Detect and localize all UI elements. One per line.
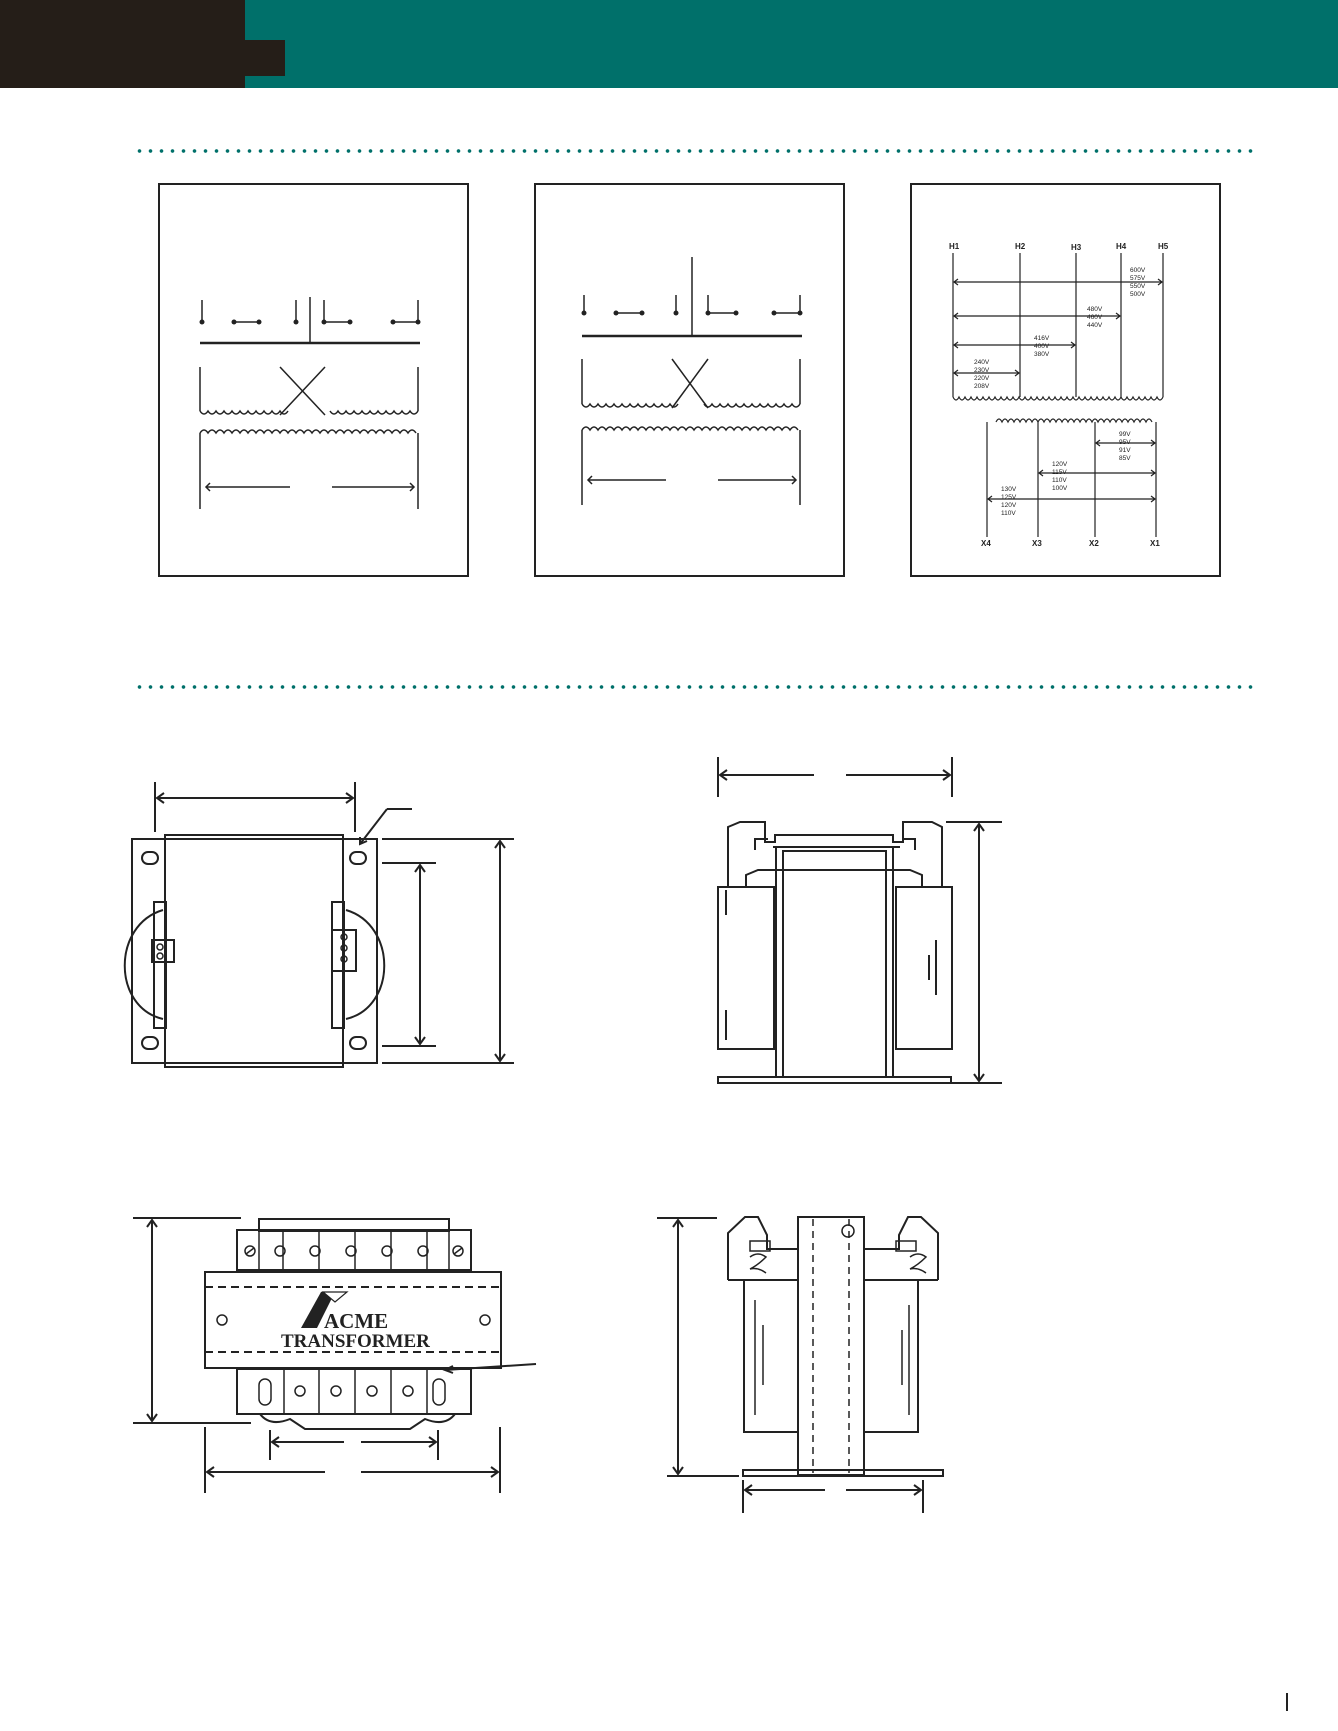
x-group-99: 99V 95V 91V 85V (1119, 431, 1131, 462)
h-group-480: 480V 460V 440V (1087, 306, 1103, 329)
svg-text:100V: 100V (1052, 485, 1068, 492)
svg-text:380V: 380V (1034, 351, 1050, 358)
svg-text:125V: 125V (1001, 494, 1017, 501)
svg-text:91V: 91V (1119, 447, 1131, 454)
header-dark-block (0, 0, 245, 88)
x-group-120: 120V 115V 110V 100V (1052, 461, 1068, 492)
terminal-x3: X3 (1032, 539, 1042, 548)
divider-dots-top (134, 149, 1254, 153)
divider-dots-middle (134, 685, 1254, 689)
svg-text:480V: 480V (1087, 306, 1103, 313)
svg-text:440V: 440V (1087, 322, 1103, 329)
svg-text:120V: 120V (1001, 502, 1017, 509)
svg-text:400V: 400V (1034, 343, 1050, 350)
acme-logo: ACME TRANSFORMER (281, 1291, 430, 1352)
svg-text:110V: 110V (1001, 510, 1016, 517)
schematic-panel-1 (158, 183, 469, 577)
terminal-x1: X1 (1150, 539, 1160, 548)
svg-text:600V: 600V (1130, 267, 1146, 274)
dimension-drawing-side-view (717, 757, 1002, 1084)
schematic-2-drawing (581, 257, 803, 505)
svg-text:550V: 550V (1130, 283, 1146, 290)
svg-text:130V: 130V (1001, 486, 1017, 493)
svg-text:416V: 416V (1034, 335, 1050, 342)
header-dark-notch (245, 40, 285, 76)
svg-text:230V: 230V (974, 367, 990, 374)
terminal-h4: H4 (1116, 242, 1127, 251)
terminal-h3: H3 (1071, 243, 1082, 252)
schematic-1-drawing (199, 297, 421, 509)
terminal-h5: H5 (1158, 242, 1169, 251)
schematic-3-drawing: H1 H2 H3 H4 H5 600 (949, 242, 1169, 548)
svg-text:208V: 208V (974, 383, 990, 390)
svg-text:115V: 115V (1052, 469, 1067, 476)
x-group-130: 130V 125V 120V 110V (1001, 486, 1017, 517)
terminal-h2: H2 (1015, 242, 1026, 251)
terminal-x2: X2 (1089, 539, 1099, 548)
svg-text:85V: 85V (1119, 455, 1131, 462)
svg-text:220V: 220V (974, 375, 990, 382)
logo-word-acme: ACME (324, 1309, 388, 1333)
svg-text:500V: 500V (1130, 291, 1146, 298)
dimension-drawing-end-view (657, 1216, 944, 1513)
svg-text:575V: 575V (1130, 275, 1146, 282)
schematic-panel-2 (534, 183, 845, 577)
dimension-drawing-front-view: ACME TRANSFORMER (133, 1217, 537, 1493)
schematic-panel-3: H1 H2 H3 H4 H5 600 (910, 183, 1221, 577)
terminal-x4: X4 (981, 539, 991, 548)
dimension-drawing-top-view (123, 782, 514, 1068)
logo-word-transformer: TRANSFORMER (281, 1331, 430, 1352)
h-group-600: 600V 575V 550V 500V (1130, 267, 1146, 298)
svg-text:99V: 99V (1119, 431, 1131, 438)
svg-text:110V: 110V (1052, 477, 1067, 484)
h-group-416: 416V 400V 380V (1034, 335, 1050, 358)
svg-text:95V: 95V (1119, 439, 1131, 446)
svg-text:460V: 460V (1087, 314, 1103, 321)
page-number-rule (1286, 1693, 1288, 1711)
h-group-240: 240V 230V 220V 208V (974, 359, 990, 390)
svg-text:120V: 120V (1052, 461, 1068, 468)
svg-text:240V: 240V (974, 359, 990, 366)
terminal-h1: H1 (949, 242, 960, 251)
